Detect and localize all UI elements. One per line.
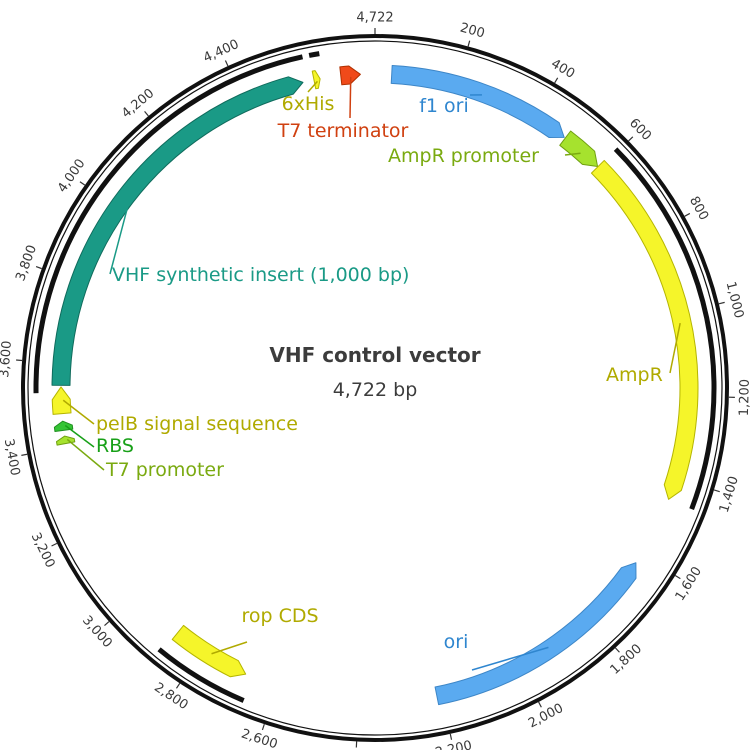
pelb-label: pelB signal sequence bbox=[96, 413, 298, 435]
tick-label-1800-mark bbox=[614, 647, 620, 653]
tick-label-4400-mark bbox=[224, 60, 229, 67]
feature-vhf[interactable] bbox=[51, 76, 304, 386]
rop-leader-line bbox=[211, 641, 248, 655]
his-label: 6xHis bbox=[282, 93, 335, 115]
tick-label-3600: 3,600 bbox=[0, 340, 15, 378]
tick-label-800: 800 bbox=[686, 194, 711, 223]
tick-label-4000-mark bbox=[79, 181, 86, 186]
feature-rbs[interactable] bbox=[53, 420, 74, 432]
feature-f1ori[interactable] bbox=[390, 64, 565, 138]
orf-ampr-bar bbox=[613, 147, 717, 510]
tick-label-3000-mark bbox=[104, 621, 110, 626]
tick-label-800-mark bbox=[684, 212, 691, 217]
t7term-leader-line bbox=[349, 76, 352, 119]
rbs-label: RBS bbox=[96, 435, 134, 457]
rbs-leader-line bbox=[64, 424, 95, 448]
feature-t7term[interactable] bbox=[339, 65, 361, 86]
orf-vhf-bar bbox=[33, 54, 304, 394]
tick-label-3800: 3,800 bbox=[13, 243, 40, 283]
rop-label: rop CDS bbox=[241, 605, 318, 627]
f1ori-label: f1 ori bbox=[419, 95, 469, 117]
tick-label-1000: 1,000 bbox=[723, 280, 746, 320]
tick-label-3400-mark bbox=[21, 453, 28, 456]
feature-his[interactable] bbox=[311, 70, 321, 90]
feature-layer bbox=[51, 64, 699, 706]
ori-label: ori bbox=[444, 631, 469, 653]
tick-label-3200: 3,200 bbox=[28, 530, 58, 570]
ampr-label: AmpR bbox=[606, 364, 663, 386]
feature-rop[interactable] bbox=[171, 624, 247, 678]
tick-label-2600: 2,600 bbox=[239, 727, 279, 750]
tick-label-2000: 2,000 bbox=[526, 701, 566, 732]
backbone-outer-ring bbox=[21, 34, 729, 742]
tick-label-3400: 3,400 bbox=[1, 438, 23, 477]
pelb-leader-line bbox=[62, 399, 95, 425]
feature-pelb[interactable] bbox=[51, 386, 72, 415]
orf-his-bar bbox=[308, 51, 320, 58]
tick-label-600-mark bbox=[628, 136, 634, 142]
his-leader-line bbox=[307, 80, 318, 93]
tick-label-2800-mark bbox=[175, 682, 181, 689]
ori-leader-line bbox=[471, 646, 549, 671]
tick-label-origin: 4,722 bbox=[356, 11, 393, 26]
feature-ori[interactable] bbox=[434, 562, 637, 706]
orf-layer bbox=[33, 51, 717, 703]
tick-label-4400: 4,400 bbox=[201, 37, 241, 66]
tick-label-2000-mark bbox=[538, 701, 542, 708]
feature-amprprom[interactable] bbox=[559, 130, 599, 167]
tick-label-1600-mark bbox=[674, 574, 681, 580]
tick-label-200-mark bbox=[467, 40, 471, 47]
tick-label-1200: 1,200 bbox=[737, 379, 750, 417]
orf-rop-bar bbox=[157, 647, 245, 703]
tick-label-1000-mark bbox=[718, 301, 725, 305]
t7prom-leader-line bbox=[66, 438, 105, 471]
vhf-label: VHF synthetic insert (1,000 bp) bbox=[112, 264, 409, 286]
tick-label-2200: 2,200 bbox=[434, 738, 474, 750]
map-length: 4,722 bp bbox=[333, 379, 418, 401]
backbone-inner-ring bbox=[27, 40, 723, 736]
tick-label-2600-mark bbox=[261, 724, 265, 731]
tick-label-3200-mark bbox=[51, 542, 58, 547]
tick-label-2200-mark bbox=[449, 733, 453, 740]
map-title: VHF control vector bbox=[269, 343, 480, 367]
amprprom-label: AmpR promoter bbox=[388, 145, 539, 167]
tick-label-400: 400 bbox=[548, 56, 577, 82]
t7term-label: T7 terminator bbox=[277, 120, 409, 142]
t7prom-label: T7 promoter bbox=[105, 459, 224, 481]
tick-label-3800-mark bbox=[35, 266, 42, 270]
tick-label-400-mark bbox=[554, 77, 559, 84]
tick-label-4200-mark bbox=[144, 111, 149, 117]
vhf-leader-line bbox=[109, 193, 132, 275]
tick-label-1400: 1,400 bbox=[717, 475, 742, 515]
tick-label-1400-mark bbox=[713, 489, 720, 493]
feature-ampr[interactable] bbox=[590, 159, 699, 500]
feature-t7prom[interactable] bbox=[55, 435, 76, 446]
amprprom-leader-line bbox=[564, 152, 581, 156]
tick-label-200: 200 bbox=[458, 21, 486, 42]
ampr-leader-line bbox=[669, 322, 681, 374]
